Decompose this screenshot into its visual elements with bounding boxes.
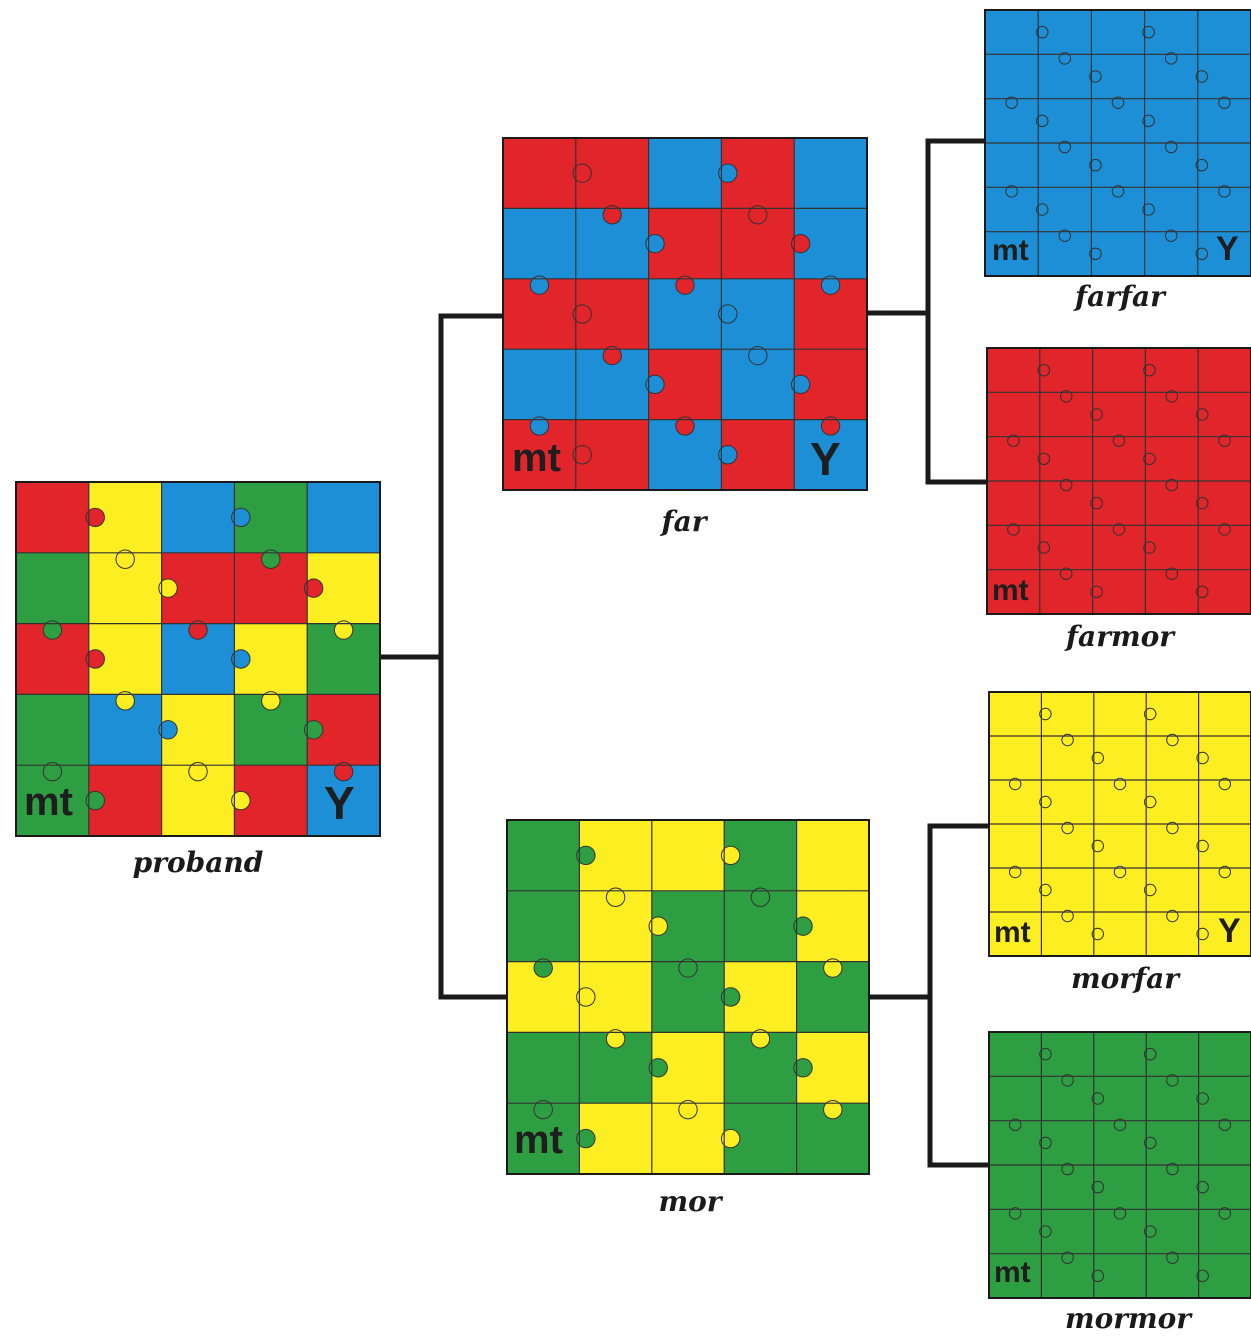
puzzle-piece (307, 482, 380, 553)
puzzle-piece (987, 348, 1040, 393)
puzzle-piece (989, 1165, 1042, 1210)
puzzle-piece (1094, 1032, 1147, 1077)
puzzle-piece (797, 820, 870, 891)
puzzle-piece (987, 481, 1040, 526)
label-mormor: mormor (1065, 1302, 1191, 1335)
puzzle-piece (652, 820, 725, 891)
puzzle-piece (507, 891, 580, 962)
puzzle-piece (1198, 348, 1251, 393)
puzzle-piece (16, 694, 89, 765)
puzzle-piece (16, 482, 89, 553)
puzzle-piece (507, 820, 580, 891)
puzzle-piece (1093, 348, 1146, 393)
puzzle-piece (503, 138, 576, 209)
y-badge-farfar: Y (1216, 232, 1239, 266)
puzzle-piece (503, 349, 576, 420)
mt-badge-morfar: mt (994, 918, 1031, 948)
puzzle-piece (503, 208, 576, 279)
puzzle-piece (985, 10, 1039, 55)
puzzle-piece (1094, 692, 1147, 737)
puzzle-piece (162, 482, 235, 553)
puzzle-piece (989, 824, 1042, 869)
y-badge-morfar: Y (1218, 914, 1241, 948)
puzzle-piece (1199, 692, 1251, 737)
label-mor: mor (658, 1185, 721, 1218)
mt-badge-mormor: mt (994, 1258, 1031, 1288)
puzzle-piece (507, 1032, 580, 1103)
puzzle-piece (989, 1032, 1042, 1077)
mt-badge-farmor: mt (992, 576, 1029, 606)
mt-badge-proband: mt (24, 782, 73, 822)
label-morfar: morfar (1071, 962, 1179, 995)
label-farfar: farfar (1075, 280, 1165, 313)
mt-badge-mor: mt (514, 1120, 563, 1160)
puzzle-piece (16, 553, 89, 624)
puzzle-piece (985, 143, 1039, 188)
mt-badge-far: mt (512, 438, 561, 478)
y-badge-proband: Y (324, 780, 355, 826)
puzzle-piece (794, 138, 867, 209)
puzzle-piece (1091, 10, 1145, 55)
label-far: far (662, 505, 707, 538)
puzzle-piece (989, 1076, 1042, 1121)
puzzle-piece (985, 54, 1039, 99)
puzzle-piece (987, 392, 1040, 437)
label-proband: proband (133, 846, 264, 879)
puzzle-piece (1199, 1032, 1251, 1077)
label-farmor: farmor (1066, 620, 1174, 653)
y-badge-far: Y (810, 436, 841, 482)
puzzle-piece (989, 692, 1042, 737)
puzzle-piece (1198, 10, 1251, 55)
mt-badge-farfar: mt (992, 236, 1029, 266)
puzzle-piece (649, 138, 722, 209)
puzzle-piece (989, 736, 1042, 781)
